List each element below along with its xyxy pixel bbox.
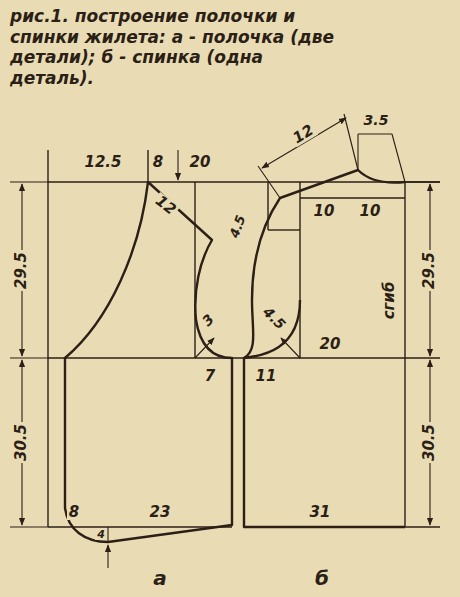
dimension: 29.5 <box>14 249 29 290</box>
dimension: 8 <box>67 505 81 520</box>
dimension: 12 <box>151 191 180 218</box>
dimension: 8 <box>151 155 165 170</box>
dimension: 3 <box>198 310 218 330</box>
dimension: 10 <box>312 204 337 219</box>
fold-mark: сгиб <box>383 279 398 321</box>
dimension: 11 <box>254 369 279 384</box>
dimension: 29.5 <box>422 249 437 290</box>
dimension: 30.5 <box>422 421 437 462</box>
dimension: 23 <box>148 505 173 520</box>
dimension: 4 <box>95 529 107 540</box>
dimension: 7 <box>203 369 217 384</box>
dimension: 4.5 <box>259 303 289 333</box>
dimension: 20 <box>188 155 213 170</box>
part-letter: б <box>313 568 331 588</box>
dimension: 31 <box>308 505 333 520</box>
dimension: 10 <box>358 204 383 219</box>
dimension: 12 <box>288 121 317 147</box>
dimension: 3.5 <box>362 113 391 127</box>
figure-title: рис.1. построение полочки и спинки жилет… <box>10 6 340 89</box>
dimension: 20 <box>318 337 343 352</box>
dimension: 30.5 <box>14 421 29 462</box>
dimension: 4.5 <box>227 211 248 241</box>
dimension: 12.5 <box>82 155 123 170</box>
part-letter: а <box>151 568 169 588</box>
